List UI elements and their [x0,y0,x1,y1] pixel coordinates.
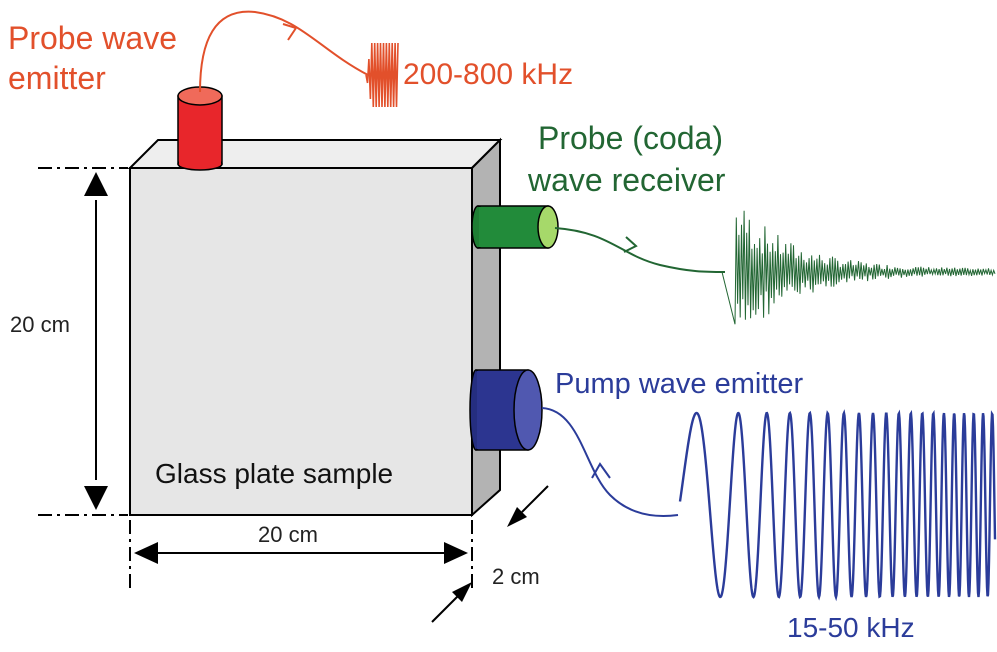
plate-front-face [129,167,473,516]
receiver-label-line1: Probe (coda) [538,120,723,156]
pump-cable [541,407,679,517]
probe-frequency-label: 200-800 kHz [403,58,574,91]
dimension-height [38,167,128,516]
receiver-transducer [471,205,559,249]
probe-emitter-label-line1: Probe wave [8,20,177,56]
height-label: 20 cm [10,312,70,337]
sample-label: Glass plate sample [155,458,394,489]
probe-cable-arrow [282,23,297,41]
receiver-cable [554,227,726,273]
thickness-label: 2 cm [492,564,540,589]
probe-emitter-label-line2: emitter [8,60,106,96]
pump-frequency-label: 15-50 kHz [787,612,915,643]
dimension-width [129,520,473,592]
pump-emitter-label: Pump wave emitter [555,368,804,400]
coda-waveform [721,210,996,325]
probe-wave-cable [199,10,369,93]
pump-cable-arrow [591,462,611,479]
dimension-thickness [431,485,549,623]
pump-emitter-transducer [469,369,543,451]
plate-side-face [471,137,501,518]
width-label: 20 cm [258,522,318,547]
probe-burst-waveform [365,42,399,108]
pump-chirp-waveform [678,409,997,602]
receiver-cable-arrow [623,236,638,253]
receiver-label-line2: wave receiver [528,162,726,198]
probe-emitter-transducer [177,86,223,171]
